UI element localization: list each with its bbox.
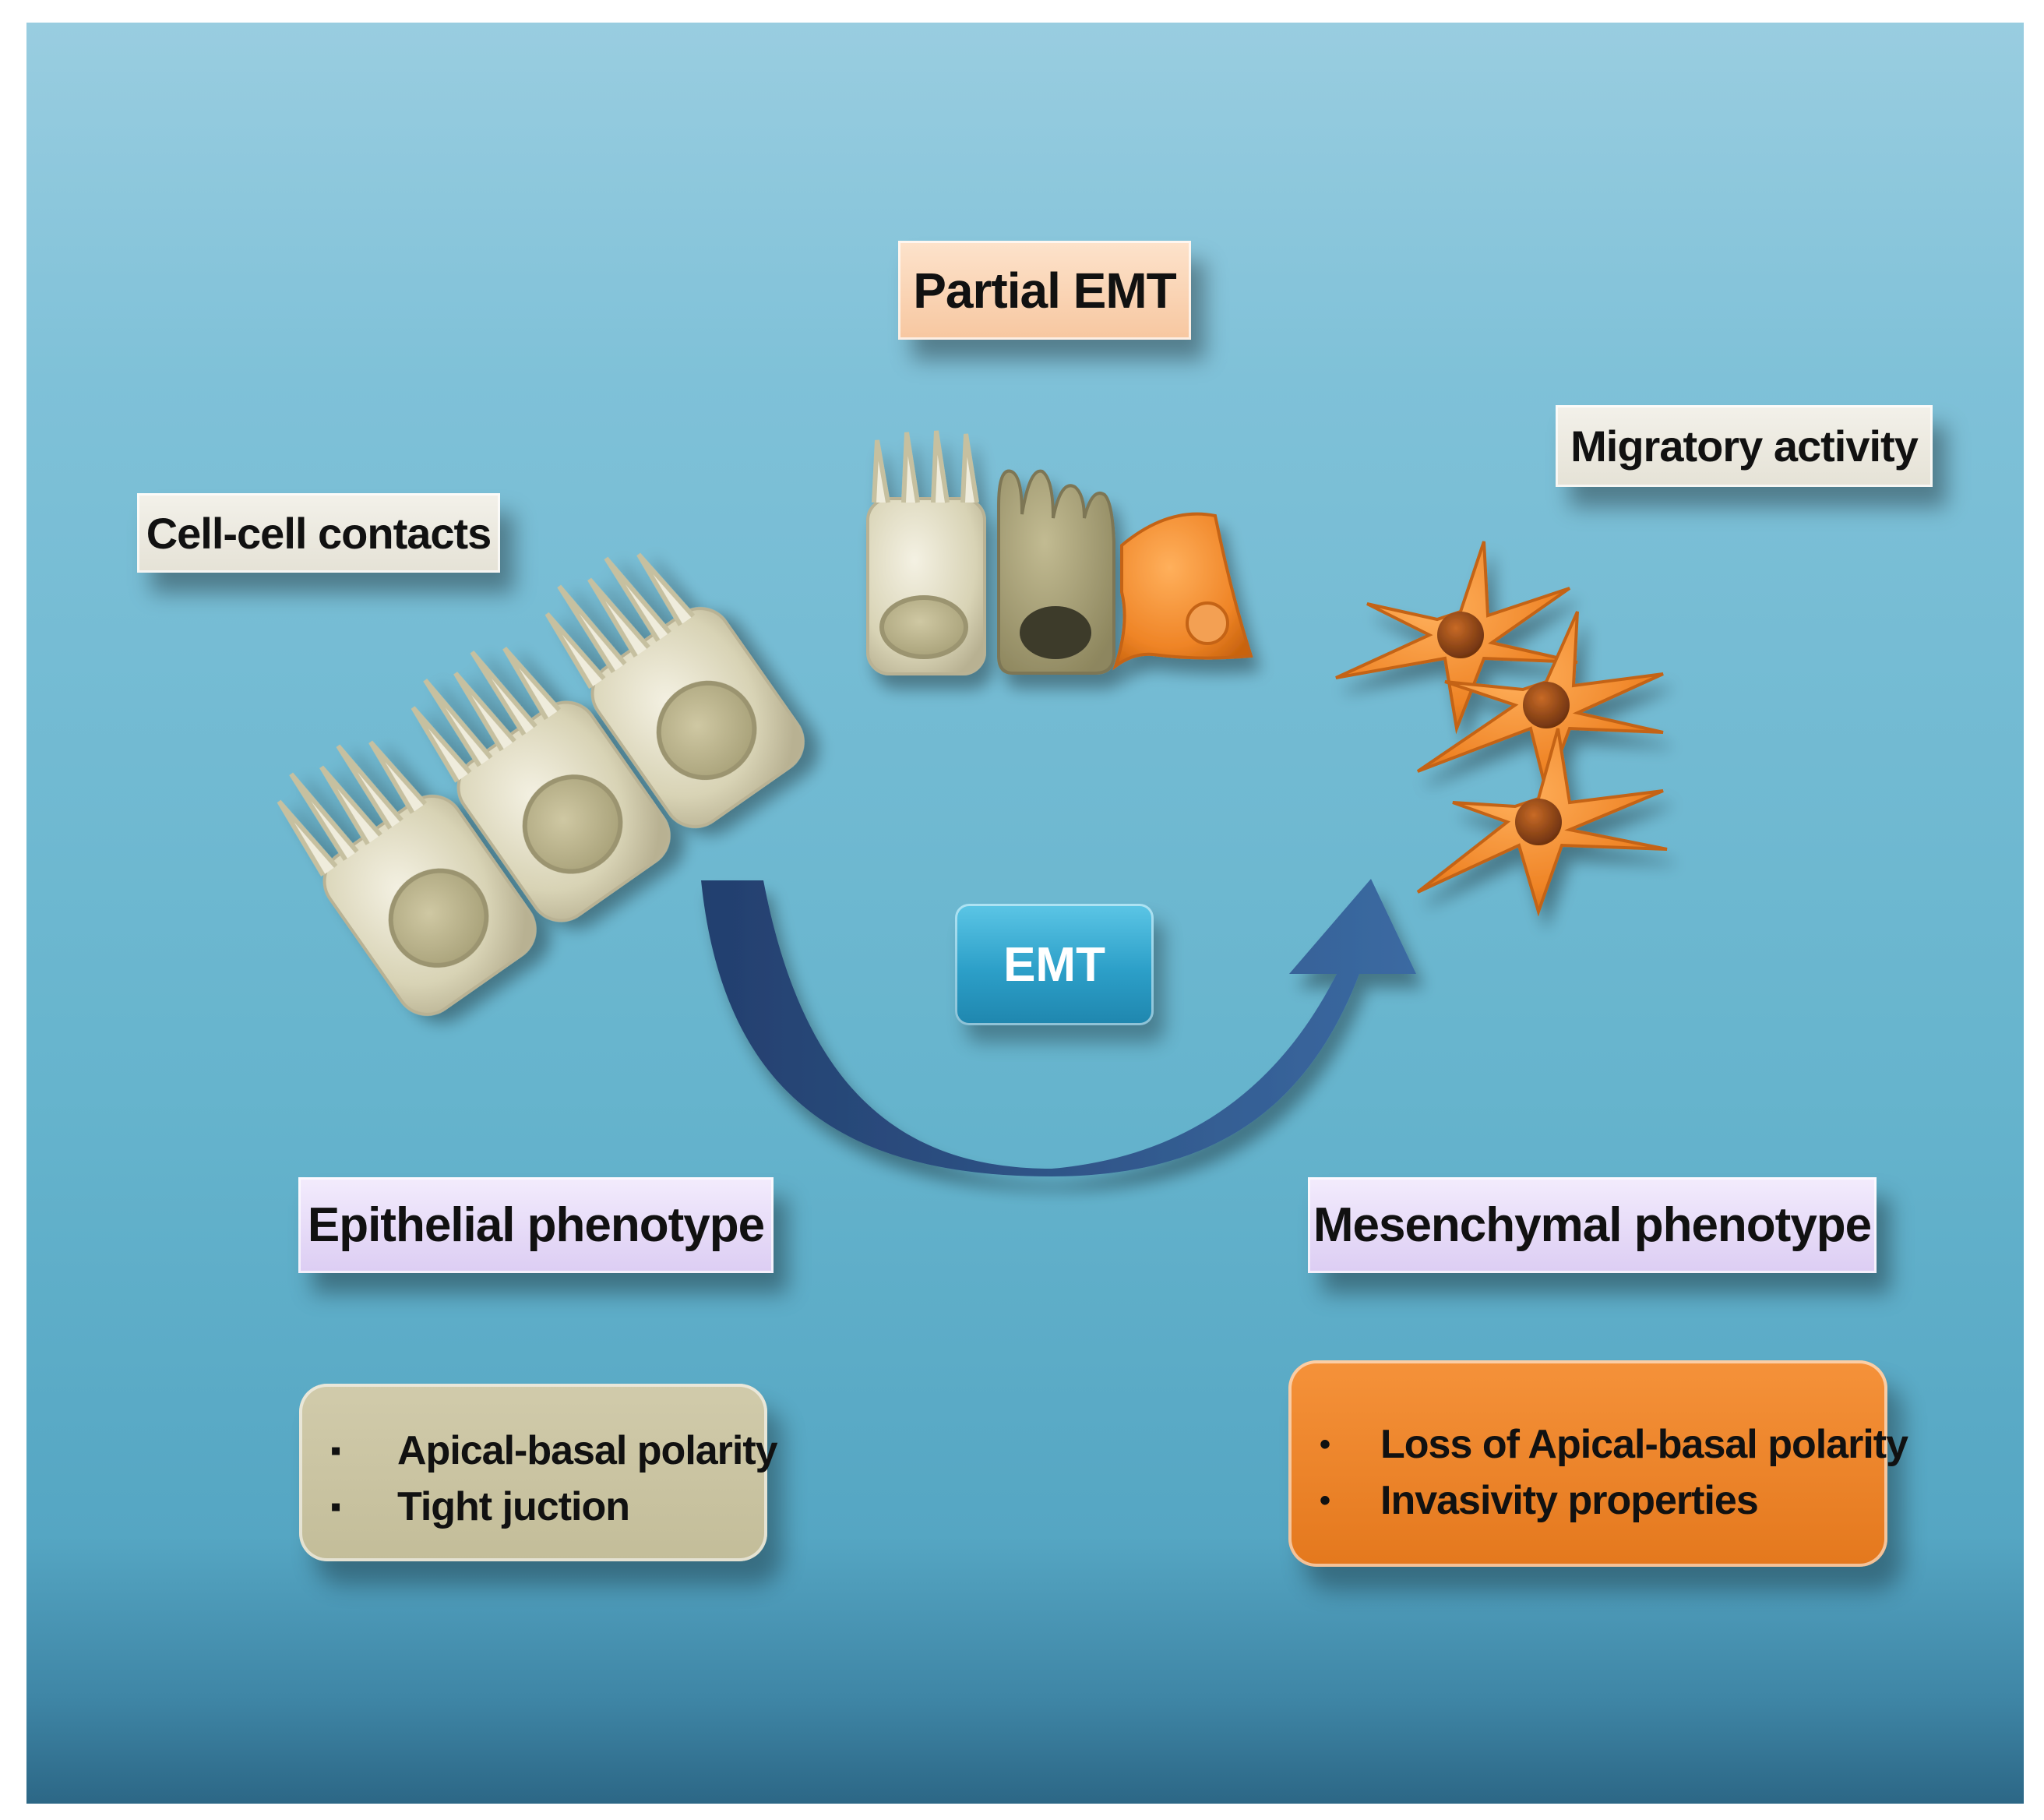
bullet-icon: • <box>1320 1427 1330 1462</box>
feature-text: Tight juction <box>397 1484 630 1529</box>
bullet-icon: ▪ <box>330 1490 341 1524</box>
epithelial-cell <box>277 740 537 1016</box>
epithelial-features-box: ▪ Apical-basal polarity ▪ Tight juction <box>299 1384 778 1561</box>
epithelial-cell <box>411 647 671 922</box>
feature-text: Apical-basal polarity <box>397 1428 778 1473</box>
feature-text: Loss of Apical-basal polarity <box>1380 1422 1908 1467</box>
mesenchymal-features-list: • Loss of Apical-basal polarity • Invasivi… <box>1320 1416 1908 1529</box>
mesenchymal-phenotype-label: Mesenchymal phenotype <box>1308 1177 1877 1273</box>
migratory-activity-label: Migratory activity <box>1556 405 1933 487</box>
epithelial-phenotype-label: Epithelial phenotype <box>298 1177 774 1273</box>
emt-arrow <box>701 879 1416 1176</box>
intermediate-cell <box>997 469 1115 675</box>
partial-emt-cells <box>866 430 1253 675</box>
epithelial-features-list: ▪ Apical-basal polarity ▪ Tight juction <box>330 1423 778 1535</box>
list-item: ▪ Tight juction <box>330 1479 777 1535</box>
emt-label: EMT <box>955 904 1154 1025</box>
mesenchymal-cells <box>1335 541 1668 917</box>
mesenchymal-cell-partial <box>1112 512 1253 671</box>
list-item: • Loss of Apical-basal polarity <box>1320 1416 1908 1473</box>
list-item: • Invasivity properties <box>1320 1473 1908 1529</box>
bullet-icon: ▪ <box>330 1434 341 1468</box>
epithelial-cells <box>277 552 805 1016</box>
mesenchymal-cell <box>1335 541 1578 735</box>
feature-text: Invasivity properties <box>1380 1478 1759 1523</box>
epithelial-cell-partial <box>866 430 986 675</box>
partial-emt-label: Partial EMT <box>898 241 1191 340</box>
cell-cell-contacts-label: Cell-cell contacts <box>137 493 500 573</box>
mesenchymal-features-box: • Loss of Apical-basal polarity • Invasivi… <box>1288 1360 1908 1567</box>
bullet-icon: • <box>1320 1483 1330 1518</box>
epithelial-cell <box>544 552 805 828</box>
mesenchymal-cell <box>1416 728 1668 917</box>
list-item: ▪ Apical-basal polarity <box>330 1423 778 1479</box>
